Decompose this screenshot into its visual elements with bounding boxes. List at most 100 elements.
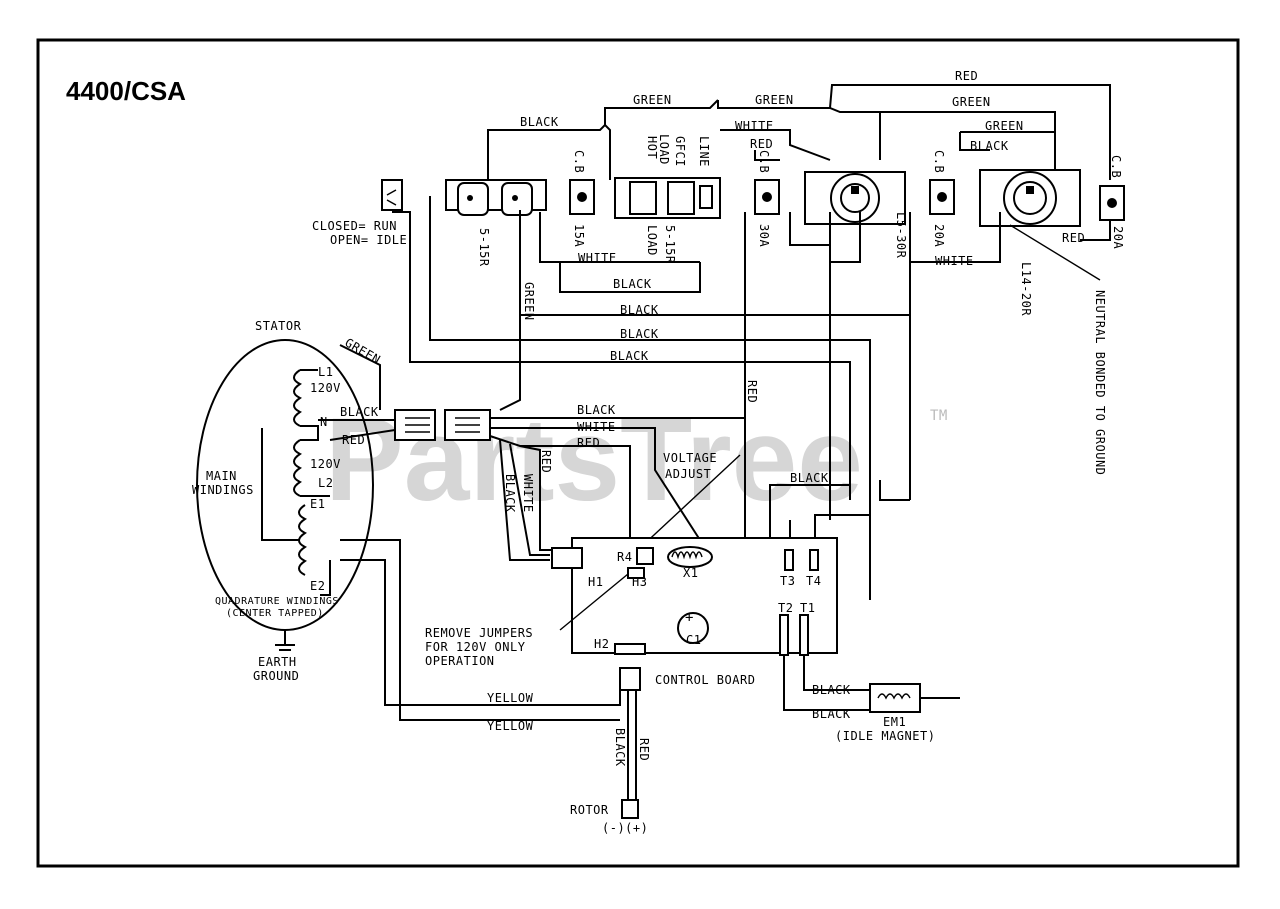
board-wiring xyxy=(489,417,910,561)
gfci-load-label: LOAD xyxy=(657,134,671,165)
board-r4: R4 xyxy=(617,550,632,564)
board-t3: T3 xyxy=(780,574,795,588)
wire-label-green-1: GREEN xyxy=(633,93,672,107)
idle-magnet-label: (IDLE MAGNET) xyxy=(835,729,935,743)
wire-label-green-4: GREEN xyxy=(985,119,1024,133)
stator-l2: L2 xyxy=(318,476,333,490)
wire-label-yellow-1: YELLOW xyxy=(487,691,534,705)
neutral-leader xyxy=(1009,224,1101,281)
board-wire-white-vert: WHITE xyxy=(521,474,535,513)
voltage-adjust-2: ADJUST xyxy=(665,467,711,481)
voltage-adjust-leader xyxy=(639,454,741,549)
stator-title: STATOR xyxy=(255,319,302,333)
receptacle-5-15r-a xyxy=(445,179,547,216)
wire-label-black-2: BLACK xyxy=(620,327,659,341)
wire-label-black-1: BLACK xyxy=(620,303,659,317)
quadrature-windings-1: QUADRATURE WINDINGS xyxy=(215,596,339,607)
stator-e2: E2 xyxy=(310,579,325,593)
capacitor-plus: + xyxy=(685,610,694,626)
wire-label-white-2: WHITE xyxy=(935,254,974,268)
wire-label-white-1: WHITE xyxy=(578,251,617,265)
board-wire-black-2: BLACK xyxy=(790,471,829,485)
stator-120v-1: 120V xyxy=(310,381,341,395)
wire-label-black-l14: BLACK xyxy=(970,139,1009,153)
wire-label-red-l14: RED xyxy=(1062,231,1085,245)
switch-closed-label: CLOSED= RUN xyxy=(312,219,397,233)
rotor-black-label: BLACK xyxy=(613,728,627,767)
board-wire-red: RED xyxy=(577,436,600,450)
cb-label-3: C.B xyxy=(932,150,946,173)
stator-green-label: GREEN xyxy=(343,335,383,366)
board-h3: H3 xyxy=(632,575,647,589)
main-windings-2: WINDINGS xyxy=(192,483,254,497)
earth-ground-2: GROUND xyxy=(253,669,299,683)
stator-l1: L1 xyxy=(318,365,333,379)
stator-120v-2: 120V xyxy=(310,457,341,471)
trademark: TM xyxy=(930,408,948,424)
stator-black-label: BLACK xyxy=(340,405,379,419)
board-wire-red-vert: RED xyxy=(539,450,553,473)
board-h1: H1 xyxy=(588,575,603,589)
jumper-note-2: FOR 120V ONLY xyxy=(425,640,526,654)
rotor-red-label: RED xyxy=(637,738,651,761)
board-t4: T4 xyxy=(806,574,821,588)
board-wire-black-vert: BLACK xyxy=(503,474,517,513)
stator-connector xyxy=(394,409,491,441)
breaker-15a xyxy=(569,179,595,215)
label-5-15r-b: 5-15R xyxy=(663,225,677,264)
cb-20a-rating-1: 20A xyxy=(932,224,946,247)
breaker-30a xyxy=(754,179,780,215)
cb-15a-rating: 15A xyxy=(572,224,586,247)
control-board-label: CONTROL BOARD xyxy=(655,673,755,687)
model-title: 4400/CSA xyxy=(66,76,186,106)
cb-30a-rating: 30A xyxy=(757,224,771,247)
label-l14-20r: L14-20R xyxy=(1019,262,1033,316)
cb-label-2: C.B xyxy=(757,150,771,173)
stator-red-label: RED xyxy=(342,433,365,447)
board-x1: X1 xyxy=(683,566,698,580)
rotor-polarity: (-)(+) xyxy=(602,821,648,835)
label-5-15r-a: 5-15R xyxy=(477,228,491,267)
top-wiring xyxy=(487,84,1111,241)
board-h2: H2 xyxy=(594,637,609,651)
receptacle-gfci xyxy=(614,177,721,219)
cb-label-1: C.B xyxy=(572,150,586,173)
switch-open-label: OPEN= IDLE xyxy=(330,233,407,247)
wire-label-black-3: BLACK xyxy=(610,349,649,363)
cb-label-4: C.B xyxy=(1109,155,1123,178)
board-wire-white: WHITE xyxy=(577,420,616,434)
rotor-label: ROTOR xyxy=(570,803,609,817)
board-t1: T1 xyxy=(800,601,815,615)
main-windings-1: MAIN xyxy=(206,469,237,483)
board-c1: C1 xyxy=(686,633,701,647)
wire-label-red-vert: RED xyxy=(745,380,759,403)
neutral-note-1: NEUTRAL BONDED TO GROUND xyxy=(1093,290,1107,475)
jumper-note-1: REMOVE JUMPERS xyxy=(425,626,533,640)
jumper-leader xyxy=(559,573,629,631)
middle-wiring xyxy=(392,196,1001,600)
wire-label-yellow-2: YELLOW xyxy=(487,719,534,733)
stator-n: N xyxy=(320,415,328,429)
board-t2: T2 xyxy=(778,601,793,615)
wire-label-red-top: RED xyxy=(955,69,978,83)
idle-magnet-black-2: BLACK xyxy=(812,707,851,721)
wire-label-black-top: BLACK xyxy=(520,115,559,129)
breaker-20a-1 xyxy=(929,179,955,215)
run-idle-switch xyxy=(381,179,403,211)
earth-ground-1: EARTH xyxy=(258,655,297,669)
gfci-line-label: LINE xyxy=(697,136,711,167)
idle-magnet-black-1: BLACK xyxy=(812,683,851,697)
quadrature-windings-2: (CENTER TAPPED) xyxy=(226,608,324,619)
rotor-wiring xyxy=(340,559,639,819)
gfci-label: GFCI xyxy=(673,136,687,167)
cb-20a-rating-2: 20A xyxy=(1111,226,1125,249)
wire-label-green-vert: GREEN xyxy=(522,282,536,321)
wire-label-white-top: WHITE xyxy=(735,119,774,133)
receptacle-l14-20r xyxy=(979,169,1081,227)
board-wire-black: BLACK xyxy=(577,403,616,417)
jumper-note-3: OPERATION xyxy=(425,654,495,668)
stator xyxy=(196,339,620,721)
wire-label-red-cb: RED xyxy=(750,137,773,151)
